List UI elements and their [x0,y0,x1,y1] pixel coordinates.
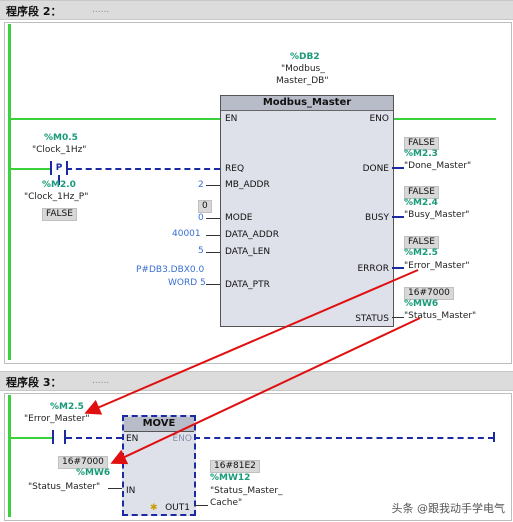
error-wire [392,267,404,269]
data-addr-wire [206,235,220,236]
pin-done: DONE [362,164,389,174]
data-addr-value[interactable]: 40001 [172,229,201,239]
done-tag: %M2.3 [404,149,438,159]
block-title: Modbus_Master [221,96,393,111]
move-en-wire [66,437,122,439]
busy-name: "Busy_Master" [404,210,470,220]
mode-value[interactable]: 0 [198,213,204,223]
pin-data-addr: DATA_ADDR [225,230,279,240]
busy-wire [392,216,404,218]
segment2-header[interactable]: 程序段 2： ...... [0,0,513,20]
busy-state: FALSE [404,186,439,199]
status-tag: %MW6 [404,299,439,309]
pin-data-len: DATA_LEN [225,247,271,257]
db-tag: %DB2 [290,52,320,62]
done-wire [392,167,404,169]
arrow-status-to-in [110,317,421,465]
pin-mb-addr: MB_ADDR [225,180,270,190]
pin-req: REQ [225,164,245,174]
error-state: FALSE [404,236,439,249]
segment3-header[interactable]: 程序段 3： ...... [0,371,513,391]
out-name-line1: "Status_Master_ [210,486,283,496]
en-wire [10,118,220,120]
pin-data-ptr: DATA_PTR [225,280,270,290]
out-monitor: 16#81E2 [210,460,260,473]
edge-tag: %M2.0 [42,180,76,190]
modbus-master-block[interactable]: Modbus_Master EN ENO REQ MB_ADDR MODE DA… [220,95,394,327]
wire-end [493,432,495,442]
segment2-comment[interactable]: ...... [92,5,110,15]
contact-name: "Error_Master" [24,414,90,424]
segment3-comment[interactable]: ...... [92,376,110,386]
add-output-icon[interactable]: ✱ [150,503,158,513]
pin-busy: BUSY [365,213,389,223]
mode-monitor: 0 [198,200,212,213]
done-name: "Done_Master" [404,161,472,171]
move-pin-out: OUT1 [165,503,190,513]
pin-error: ERROR [357,264,389,274]
busy-tag: %M2.4 [404,198,438,208]
contact-tag: %M2.5 [50,402,84,412]
out-wire [194,505,208,506]
status-monitor: 16#7000 [404,287,454,300]
db-name-line2: Master_DB" [276,76,329,86]
move-pin-in: IN [126,486,136,496]
segment3-title: 程序段 3： [6,376,62,389]
error-tag: %M2.5 [404,248,438,258]
db-name-line1: "Modbus_ [281,64,325,74]
data-ptr-value-line2[interactable]: WORD 5 [168,278,206,288]
out-name-line2: Cache" [210,498,243,508]
in-wire [108,488,122,489]
pin-status: STATUS [355,314,389,324]
in-name: "Status_Master" [28,482,101,492]
clock-name: "Clock_1Hz" [32,145,87,155]
eno-wire [392,118,496,120]
req-wire-green [10,168,50,170]
error-name: "Error_Master" [404,261,470,271]
pin-eno: ENO [369,114,389,124]
move-pin-en: EN [126,434,139,444]
clock-tag: %M0.5 [44,133,78,143]
in-tag: %MW6 [76,468,111,478]
data-len-value[interactable]: 5 [198,246,204,256]
mb-addr-wire [206,185,220,186]
error-contact[interactable] [52,430,66,444]
edge-name: "Clock_1Hz_P" [24,192,89,202]
edge-state: FALSE [42,208,77,221]
done-state: FALSE [404,137,439,150]
move-pin-eno: ENO [172,434,192,444]
edge-link [58,175,60,185]
move-block[interactable]: MOVE EN ENO IN ✱ OUT1 [122,415,196,516]
pin-mode: MODE [225,213,253,223]
status-name: "Status_Master" [404,311,477,321]
mode-wire [206,218,220,219]
in-monitor: 16#7000 [58,456,108,469]
out-tag: %MW12 [210,473,251,483]
move-title: MOVE [124,417,194,432]
pin-en: EN [225,114,238,124]
mb-addr-value[interactable]: 2 [198,180,204,190]
contact-wire-green [10,437,52,439]
watermark: 头条 @跟我动手学电气 [391,502,506,515]
move-eno-wire [194,437,494,439]
p-contact-label: P [55,163,63,173]
data-ptr-value-line1[interactable]: P#DB3.DBX0.0 [136,265,205,275]
power-rail-left [8,24,11,360]
data-ptr-wire [206,284,220,285]
power-rail-left-2 [8,395,11,517]
status-wire [392,317,404,318]
req-wire [66,168,220,170]
data-len-wire [206,252,220,253]
arrow-error-to-contact [84,269,419,415]
segment2-title: 程序段 2： [6,5,62,18]
